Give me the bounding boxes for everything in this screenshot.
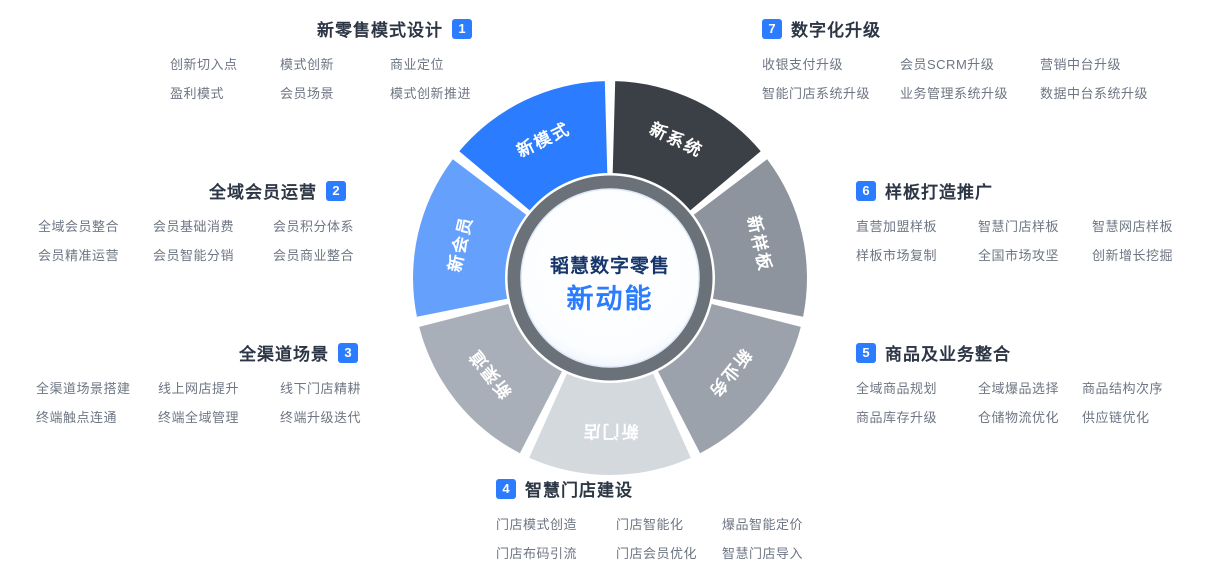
- section-item: 模式创新推进: [390, 86, 472, 101]
- section-smart-store: 4 智慧门店建设 门店模式创造 门店智能化 爆品智能定价 门店布码引流 门店会员…: [496, 476, 826, 562]
- section-item: 智慧门店导入: [722, 546, 804, 561]
- section-item: 智慧网店样板: [1092, 219, 1174, 234]
- wedge-new-template: [693, 159, 807, 317]
- section-items: 全域会员整合 会员基础消费 会员积分体系 会员精准运营 会员智能分销 会员商业整…: [38, 216, 354, 264]
- section-item: 会员精准运营: [38, 248, 120, 263]
- wedge-new-model: [459, 81, 608, 211]
- wedge-new-system: [612, 81, 761, 211]
- section-item: 仓储物流优化: [978, 410, 1060, 425]
- section-item: 线上网店提升: [158, 381, 240, 396]
- section-item: 供应链优化: [1082, 410, 1150, 425]
- section-item: 营销中台升级: [1040, 57, 1122, 72]
- section-item: 直营加盟样板: [856, 219, 938, 234]
- section-item: 会员智能分销: [153, 248, 235, 263]
- section-number-badge: 6: [856, 180, 876, 201]
- section-item: 门店智能化: [616, 517, 684, 532]
- section-item: 业务管理系统升级: [900, 86, 1009, 101]
- section-items: 门店模式创造 门店智能化 爆品智能定价 门店布码引流 门店会员优化 智慧门店导入: [496, 514, 826, 562]
- wedge-label: 新门店: [582, 422, 639, 442]
- section-title: 全渠道场景: [239, 345, 329, 364]
- section-items: 收银支付升级 会员SCRM升级 营销中台升级 智能门店系统升级 业务管理系统升级…: [762, 54, 1182, 102]
- section-number-badge: 2: [326, 180, 346, 201]
- section-item: 终端触点连通: [36, 410, 118, 425]
- section-title: 全域会员运营: [209, 183, 317, 202]
- section-item: 终端全域管理: [158, 410, 240, 425]
- section-title: 新零售模式设计: [317, 21, 443, 40]
- section-items: 全域商品规划 全域爆品选择 商品结构次序 商品库存升级 仓储物流优化 供应链优化: [856, 378, 1190, 426]
- section-title: 智慧门店建设: [525, 481, 633, 500]
- wedge-new-store: [529, 373, 691, 476]
- section-item: 全域商品规划: [856, 381, 938, 396]
- center-ring: [507, 175, 713, 381]
- section-item: 全域爆品选择: [978, 381, 1060, 396]
- center-subtitle: 新动能: [567, 283, 654, 314]
- section-number-badge: 4: [496, 478, 516, 499]
- section-item: 商品结构次序: [1082, 381, 1164, 396]
- section-number-badge: 5: [856, 342, 876, 363]
- section-item: 会员场景: [280, 86, 335, 101]
- section-item: 全国市场攻坚: [978, 248, 1060, 263]
- section-item: 商品库存升级: [856, 410, 938, 425]
- section-items: 全渠道场景搭建 线上网店提升 线下门店精耕 终端触点连通 终端全域管理 终端升级…: [36, 378, 362, 426]
- section-item: 创新切入点: [170, 57, 238, 72]
- section-title: 商品及业务整合: [885, 345, 1011, 364]
- section-item: 终端升级迭代: [280, 410, 362, 425]
- section-item: 爆品智能定价: [722, 517, 804, 532]
- section-item: 会员基础消费: [153, 219, 235, 234]
- section-item: 会员SCRM升级: [900, 57, 995, 72]
- section-item: 全渠道场景搭建: [36, 381, 131, 396]
- section-item: 线下门店精耕: [280, 381, 362, 396]
- center-title: 韬慧数字零售: [550, 254, 670, 277]
- section-item: 门店布码引流: [496, 546, 578, 561]
- section-item: 数据中台系统升级: [1040, 86, 1149, 101]
- section-number-badge: 1: [452, 18, 472, 39]
- section-items: 创新切入点 模式创新 商业定位 盈利模式 会员场景 模式创新推进: [170, 54, 472, 102]
- section-item: 门店会员优化: [616, 546, 698, 561]
- section-item: 样板市场复制: [856, 248, 938, 263]
- section-item: 商业定位: [390, 57, 445, 72]
- section-product-business-integration: 5 商品及业务整合 全域商品规划 全域爆品选择 商品结构次序 商品库存升级 仓储…: [856, 340, 1190, 426]
- section-items: 直营加盟样板 智慧门店样板 智慧网店样板 样板市场复制 全国市场攻坚 创新增长挖…: [856, 216, 1196, 264]
- wedge-new-business: [658, 304, 801, 454]
- section-omnichannel-scene: 全渠道场景 3 全渠道场景搭建 线上网店提升 线下门店精耕 终端触点连通 终端全…: [36, 340, 362, 426]
- section-member-operation: 全域会员运营 2 全域会员整合 会员基础消费 会员积分体系 会员精准运营 会员智…: [38, 178, 354, 264]
- section-item: 会员商业整合: [273, 248, 355, 263]
- section-digital-upgrade: 7 数字化升级 收银支付升级 会员SCRM升级 营销中台升级 智能门店系统升级 …: [762, 16, 1182, 102]
- section-item: 盈利模式: [170, 86, 225, 101]
- section-item: 收银支付升级: [762, 57, 844, 72]
- section-item: 智慧门店样板: [978, 219, 1060, 234]
- section-title: 数字化升级: [791, 21, 881, 40]
- section-title: 样板打造推广: [885, 183, 993, 202]
- section-number-badge: 3: [338, 342, 358, 363]
- section-item: 创新增长挖掘: [1092, 248, 1174, 263]
- wedge-new-channel: [419, 304, 562, 454]
- center-circle: [520, 188, 700, 368]
- wedge-new-member: [413, 159, 527, 317]
- section-item: 模式创新: [280, 57, 335, 72]
- section-new-retail-model-design: 新零售模式设计 1 创新切入点 模式创新 商业定位 盈利模式 会员场景 模式创新…: [170, 16, 472, 102]
- section-item: 会员积分体系: [273, 219, 355, 234]
- section-item: 门店模式创造: [496, 517, 578, 532]
- section-item: 全域会员整合: [38, 219, 120, 234]
- section-item: 智能门店系统升级: [762, 86, 871, 101]
- section-number-badge: 7: [762, 18, 782, 39]
- section-template-promotion: 6 样板打造推广 直营加盟样板 智慧门店样板 智慧网店样板 样板市场复制 全国市…: [856, 178, 1196, 264]
